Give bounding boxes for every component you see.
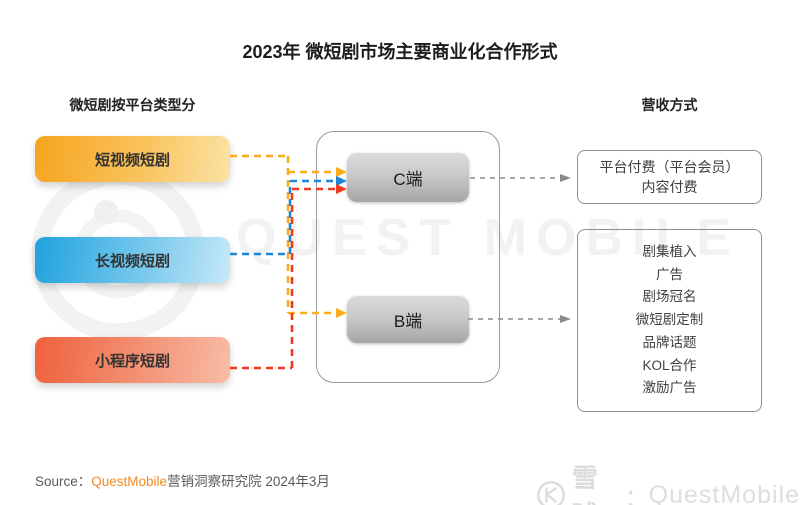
node-b-label: B端 (393, 312, 423, 331)
revenue-box-c-side: 平台付费（平台会员） 内容付费 (577, 150, 762, 204)
node-c-side: C端 (347, 153, 469, 202)
platform-box-long-video: 长视频短剧 (35, 237, 230, 283)
xueqiu-logo-brand: QuestMobile (648, 480, 800, 505)
questmobile-watermark-text: QUEST MOBILE (236, 209, 740, 267)
right-column-header: 营收方式 (641, 97, 698, 113)
revenue-line: 平台付费（平台会员） (599, 159, 740, 175)
node-c-label: C端 (393, 170, 423, 189)
source-label: Source： (35, 474, 92, 489)
platform-box-short-video: 短视频短剧 (35, 136, 230, 182)
middle-group-box (316, 131, 500, 383)
platform-box-label: 短视频短剧 (94, 151, 170, 169)
revenue-line: 品牌话题 (642, 334, 697, 350)
revenue-line: 微短剧定制 (635, 312, 704, 328)
revenue-line: 激励广告 (642, 380, 697, 396)
revenue-line: KOL合作 (642, 357, 697, 373)
page-title: 2023年 微短剧市场主要商业化合作形式 (242, 42, 558, 62)
platform-box-label: 小程序短剧 (94, 352, 170, 370)
xueqiu-logo-text: 雪球 (572, 463, 601, 505)
revenue-box-b-side: 剧集植入 广告 剧场冠名 微短剧定制 品牌话题 KOL合作 激励广告 (577, 229, 762, 412)
xueqiu-circle-icon (537, 481, 565, 505)
revenue-line: 广告 (656, 266, 683, 282)
node-b-side: B端 (347, 296, 469, 343)
revenue-line: 剧场冠名 (642, 289, 697, 305)
platform-box-label: 长视频短剧 (94, 252, 170, 270)
source-brand: QuestMobile (91, 474, 168, 489)
c-to-revenue-arrowhead (560, 174, 571, 182)
xueqiu-logo-colon: ： (624, 484, 649, 505)
platform-box-mini-program: 小程序短剧 (35, 337, 230, 383)
left-column-header: 微短剧按平台类型分 (69, 97, 196, 113)
revenue-line: 内容付费 (641, 179, 698, 195)
revenue-line: 剧集植入 (642, 244, 697, 260)
source-rest: 营销洞察研究院 2024年3月 (167, 474, 330, 489)
xueqiu-logo: 雪球 ： QuestMobile (536, 458, 800, 505)
b-to-revenue-arrowhead (560, 315, 571, 323)
source-line: Source：QuestMobile营销洞察研究院 2024年3月 (35, 470, 330, 490)
